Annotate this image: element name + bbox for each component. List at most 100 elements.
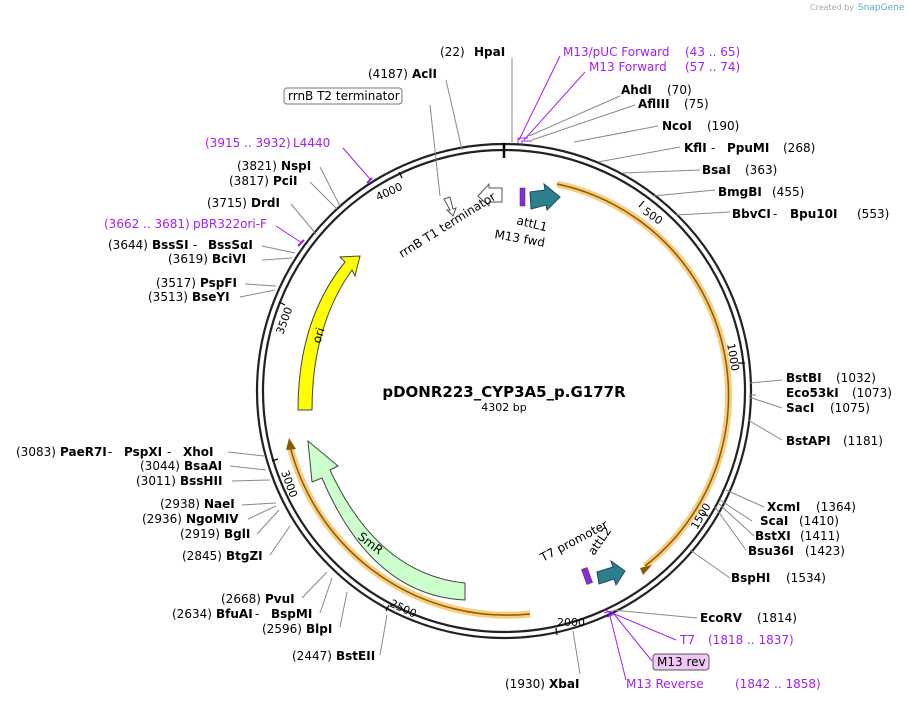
svg-text:(2938): (2938) [160, 497, 200, 511]
enzyme-blpi[interactable]: (2596) BlpI [262, 622, 332, 636]
svg-text:(1410): (1410) [799, 514, 839, 528]
enzyme-bsu36i[interactable]: Bsu36I (1423) [748, 544, 845, 558]
svg-text:(3644): (3644) [108, 238, 148, 252]
enzyme-bstbi[interactable]: BstBI (1032) [786, 371, 876, 385]
svg-text:M13 rev: M13 rev [657, 655, 706, 669]
tick-4000 [398, 171, 403, 179]
svg-text:KflI: KflI [684, 141, 707, 155]
enzyme-ncoi[interactable]: NcoI (190) [662, 119, 739, 133]
tick-label-2000: 2000 [557, 616, 585, 629]
svg-text:(2634): (2634) [172, 607, 212, 621]
highlight-arc-right-line [556, 183, 730, 567]
plasmid-size: 4302 bp [481, 401, 526, 414]
svg-text:-: - [108, 445, 112, 459]
enzyme-pspfi[interactable]: (3517) PspFI [156, 276, 237, 290]
enzyme-bgli[interactable]: (2919) BglI [180, 527, 250, 541]
enzyme-bstxi[interactable]: BstXI (1411) [755, 529, 840, 543]
svg-text:(70): (70) [667, 83, 692, 97]
svg-text:BsaI: BsaI [702, 163, 731, 177]
svg-text:(3517): (3517) [156, 276, 196, 290]
enzyme-ecorv[interactable]: EcoRV (1814) [700, 611, 797, 625]
enzyme-hpai[interactable]: (22) HpaI [440, 45, 505, 59]
svg-text:(2936): (2936) [142, 512, 182, 526]
svg-text:Eco53kI: Eco53kI [786, 386, 839, 400]
svg-text:(4187): (4187) [368, 67, 408, 81]
enzyme-bfuai-bspmi[interactable]: (2634) BfuAI - BspMI [172, 607, 312, 621]
rrnbt2-label-box [283, 87, 403, 105]
enzyme-bsssi-bsssai[interactable]: (3644) BssSI - BssSαI [108, 238, 253, 252]
svg-text:L4440: L4440 [293, 136, 330, 150]
svg-text:-: - [193, 238, 197, 252]
svg-text:(43 .. 65): (43 .. 65) [685, 45, 740, 59]
svg-text:SacI: SacI [786, 401, 814, 415]
svg-text:PvuI: PvuI [265, 592, 295, 606]
enzyme-afliii[interactable]: AflIII (75) [638, 97, 709, 111]
enzyme-saci[interactable]: SacI (1075) [786, 401, 870, 415]
svg-text:PspXI: PspXI [124, 445, 162, 459]
primer-m13-rev[interactable]: M13 rev [652, 653, 710, 671]
rrnbt2-label: rrnB T2 terminator [288, 89, 400, 103]
tick-500 [638, 200, 645, 208]
enzyme-bcivi[interactable]: (3619) BciVI [168, 252, 246, 266]
svg-text:EcoRV: EcoRV [700, 611, 743, 625]
enzyme-bsaai[interactable]: (3044) BsaAI [140, 459, 222, 473]
credit-prefix: Created by [810, 3, 854, 12]
enzyme-btgzi[interactable]: (2845) BtgZI [182, 549, 263, 563]
svg-text:NcoI: NcoI [662, 119, 692, 133]
enzyme-ahdi[interactable]: AhdI (70) [621, 83, 692, 97]
enzyme-pvui[interactable]: (2668) PvuI [221, 592, 295, 606]
enzyme-bseyi[interactable]: (3513) BseYI [148, 290, 230, 304]
enzyme-scai[interactable]: ScaI (1410) [760, 514, 839, 528]
svg-text:PciI: PciI [273, 174, 298, 188]
rrnbt2-feature-arrow [443, 196, 457, 217]
tick-2500 [385, 604, 390, 612]
enzyme-bsteii[interactable]: (2447) BstEII [292, 649, 375, 663]
svg-text:(3715): (3715) [207, 196, 247, 210]
enzyme-xcmi[interactable]: XcmI (1364) [767, 500, 856, 514]
svg-text:(1032): (1032) [836, 371, 876, 385]
primer-m13-puc-forward[interactable]: M13/pUC Forward (43 .. 65) [563, 45, 740, 59]
highlight-arc-left-line [289, 445, 531, 616]
svg-text:M13/pUC Forward: M13/pUC Forward [563, 45, 670, 59]
svg-text:ScaI: ScaI [760, 514, 788, 528]
enzyme-bsai[interactable]: BsaI (363) [702, 163, 777, 177]
svg-text:M13 Forward: M13 Forward [589, 60, 667, 74]
primer-m13-reverse[interactable]: M13 Reverse (1842 .. 1858) [626, 677, 821, 691]
enzyme-bstapi[interactable]: BstAPI (1181) [786, 434, 883, 448]
enzyme-acli[interactable]: (4187) AclI [368, 67, 437, 81]
primer-l4440[interactable]: (3915 .. 3932) L4440 [205, 136, 330, 150]
enzyme-kfli-ppumi[interactable]: KflI - PpuMI (268) [684, 141, 815, 155]
svg-text:(57 .. 74): (57 .. 74) [685, 60, 740, 74]
enzyme-bsshii[interactable]: (3011) BssHII [136, 474, 222, 488]
primer-t7[interactable]: T7 (1818 .. 1837) [679, 633, 794, 647]
enzyme-drdi[interactable]: (3715) DrdI [207, 196, 280, 210]
enzyme-naei[interactable]: (2938) NaeI [160, 497, 235, 511]
enzyme-ngomiv[interactable]: (2936) NgoMIV [142, 512, 239, 526]
svg-text:(75): (75) [684, 97, 709, 111]
enzyme-xbai[interactable]: (1930) XbaI [505, 677, 579, 691]
attl1-feature-arrow [529, 182, 561, 212]
enzyme-bmgbi[interactable]: BmgBI (455) [718, 185, 804, 199]
enzyme-nspi[interactable]: (3821) NspI [237, 159, 311, 173]
enzyme-eco53ki[interactable]: Eco53kI (1073) [786, 386, 892, 400]
credit-brand: SnapGene [858, 3, 905, 13]
svg-text:AhdI: AhdI [621, 83, 652, 97]
svg-text:-: - [167, 445, 171, 459]
enzyme-bbvci-bpu10i[interactable]: BbvCI - Bpu10I (553) [732, 207, 889, 221]
enzyme-pcii[interactable]: (3817) PciI [229, 174, 298, 188]
primer-pbr322ori-f[interactable]: (3662 .. 3681) pBR322ori-F [104, 217, 267, 231]
svg-text:BssHII: BssHII [180, 474, 222, 488]
svg-text:PpuMI: PpuMI [727, 141, 769, 155]
enzyme-bsphi[interactable]: BspHI (1534) [731, 571, 826, 585]
svg-text:T7: T7 [679, 633, 695, 647]
svg-text:PspFI: PspFI [200, 276, 237, 290]
svg-text:XbaI: XbaI [549, 677, 579, 691]
enzyme-paer7i-pspxi-xhoi[interactable]: (3083) PaeR7I - PspXI - XhoI [16, 445, 214, 459]
svg-text:(3821): (3821) [237, 159, 277, 173]
svg-text:-: - [773, 207, 777, 221]
svg-text:BstEII: BstEII [336, 649, 375, 663]
svg-text:BglI: BglI [224, 527, 250, 541]
primer-m13-forward[interactable]: M13 Forward (57 .. 74) [589, 60, 740, 74]
svg-text:(1073): (1073) [852, 386, 892, 400]
svg-text:XhoI: XhoI [183, 445, 214, 459]
